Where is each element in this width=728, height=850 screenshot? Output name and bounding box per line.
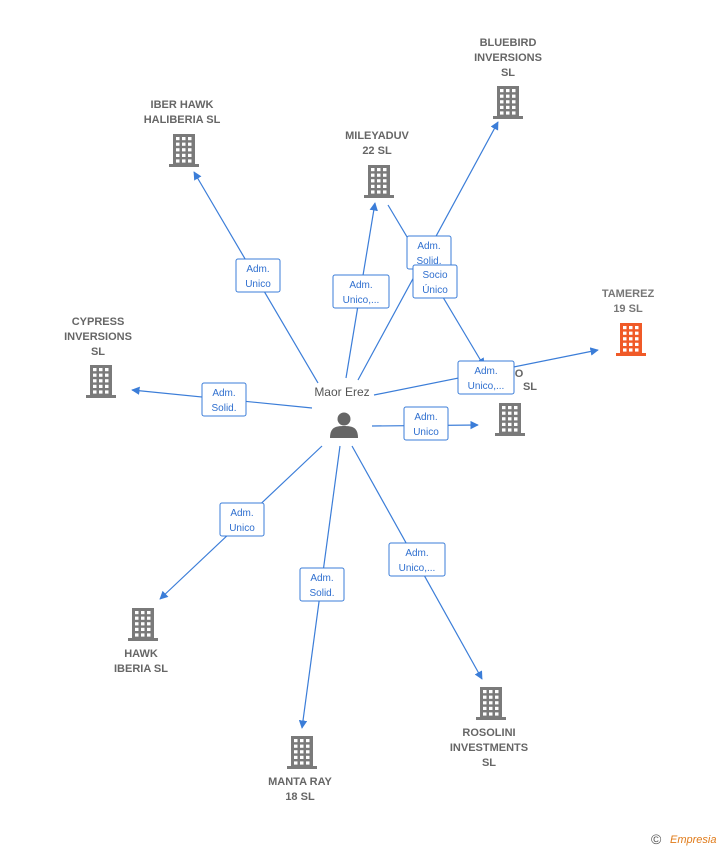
company-name-line[interactable]: 19 SL (613, 303, 643, 315)
edge-label-hidden-o-direct[interactable]: Adm. Unico (403, 406, 449, 441)
company-node-rosolini[interactable]: ROSOLINI INVESTMENTS SL (450, 687, 528, 769)
building-icon (476, 687, 506, 720)
company-node-mileyaduv[interactable]: MILEYADUV 22 SL (345, 130, 410, 198)
edge-label-text: Unico (413, 427, 439, 438)
edge-label-text: Adm. (230, 508, 253, 519)
copyright-symbol: © (651, 831, 662, 847)
company-node-iber-hawk[interactable]: IBER HAWK HALIBERIA SL (144, 99, 221, 167)
company-name-line[interactable]: IBERIA SL (114, 663, 168, 675)
company-node-bluebird[interactable]: BLUEBIRD INVERSIONS SL (474, 37, 542, 119)
edges-layer (131, 121, 599, 729)
edge-label-tamerez[interactable]: Adm. Unico,... (457, 360, 515, 395)
edge-label-text: Adm. (349, 280, 372, 291)
edge-label-text: Adm. (310, 573, 333, 584)
company-name-line[interactable]: TAMEREZ (602, 288, 655, 300)
edge-label-text: Solid. (416, 256, 441, 267)
company-node-hawk-iberia[interactable]: HAWK IBERIA SL (114, 608, 168, 675)
company-name-line[interactable]: HAWK (124, 648, 158, 660)
edge-label-text: Adm. (414, 412, 437, 423)
edge-label-text: Solid. (309, 588, 334, 599)
company-name-line[interactable]: INVERSIONS (64, 331, 132, 343)
person-name[interactable]: Maor Erez (314, 385, 369, 399)
company-name-line[interactable]: 22 SL (362, 145, 392, 157)
brand-name: Empresia (670, 834, 716, 846)
company-name-line[interactable]: MANTA RAY (268, 776, 332, 788)
company-node-tamerez[interactable]: TAMEREZ 19 SL (602, 288, 655, 356)
person-node[interactable]: Maor Erez (314, 385, 370, 438)
company-name-line[interactable]: IBER HAWK (151, 99, 214, 111)
company-node-manta-ray[interactable]: MANTA RAY 18 SL (268, 736, 333, 803)
edge-label-text: Adm. (474, 366, 497, 377)
building-icon (86, 365, 116, 398)
footer-brand: © Empresia (651, 831, 716, 847)
company-name-line[interactable]: MILEYADUV (345, 130, 409, 142)
edge-label-text: Unico,... (399, 563, 436, 574)
nodes-layer: BLUEBIRD INVERSIONS SL IBER HAWK HALIBERIA S… (64, 37, 654, 803)
building-icon (128, 608, 158, 641)
building-icon (616, 323, 646, 356)
edge-label-manta-ray[interactable]: Adm. Solid. (299, 567, 345, 602)
edge-label-text: Socio (422, 270, 447, 281)
edge-label-text: Adm. (417, 241, 440, 252)
edge-label-text: Adm. (246, 264, 269, 275)
edge-label-text: Unico,... (343, 295, 380, 306)
edge-label-text: Unico,... (468, 381, 505, 392)
building-icon (493, 86, 523, 119)
edge-label-text: Adm. (405, 548, 428, 559)
person-icon (330, 412, 358, 438)
edge-label-bluebird[interactable]: Adm. Solid. (406, 235, 452, 270)
edge-label-text: Único (422, 283, 448, 296)
building-icon (287, 736, 317, 769)
company-name-line[interactable]: SL (482, 757, 496, 769)
company-name-line[interactable]: INVERSIONS (474, 52, 542, 64)
edge-label-rosolini[interactable]: Adm. Unico,... (388, 542, 446, 577)
building-icon (364, 165, 394, 198)
edge-label-mileyaduv[interactable]: Adm. Unico,... (332, 274, 390, 309)
company-name-line[interactable]: O (515, 368, 524, 380)
company-node-cypress[interactable]: CYPRESS INVERSIONS SL (64, 316, 132, 398)
edge-label-text: Solid. (211, 403, 236, 414)
edge-label-text: Unico (245, 279, 271, 290)
edge-label-iber-hawk[interactable]: Adm. Unico (235, 258, 281, 293)
company-name-line[interactable]: HALIBERIA SL (144, 114, 221, 126)
edge-label-hawk-iberia[interactable]: Adm. Unico (219, 502, 265, 537)
company-name-line[interactable]: SL (91, 346, 105, 358)
edge-label-cypress[interactable]: Adm. Solid. (201, 382, 247, 417)
building-icon (169, 134, 199, 167)
edge-label-text: Adm. (212, 388, 235, 399)
company-name-line[interactable]: INVESTMENTS (450, 742, 528, 754)
company-name-line[interactable]: SL (501, 67, 515, 79)
company-name-line[interactable]: BLUEBIRD (480, 37, 537, 49)
company-node-hidden-o[interactable]: OSL (495, 368, 537, 436)
company-name-line[interactable]: SL (523, 381, 537, 393)
company-name-line[interactable]: ROSOLINI (462, 727, 515, 739)
company-name-line[interactable]: CYPRESS (72, 316, 125, 328)
company-name-line[interactable]: 18 SL (285, 791, 315, 803)
edge-label-text: Unico (229, 523, 255, 534)
building-icon (495, 403, 525, 436)
